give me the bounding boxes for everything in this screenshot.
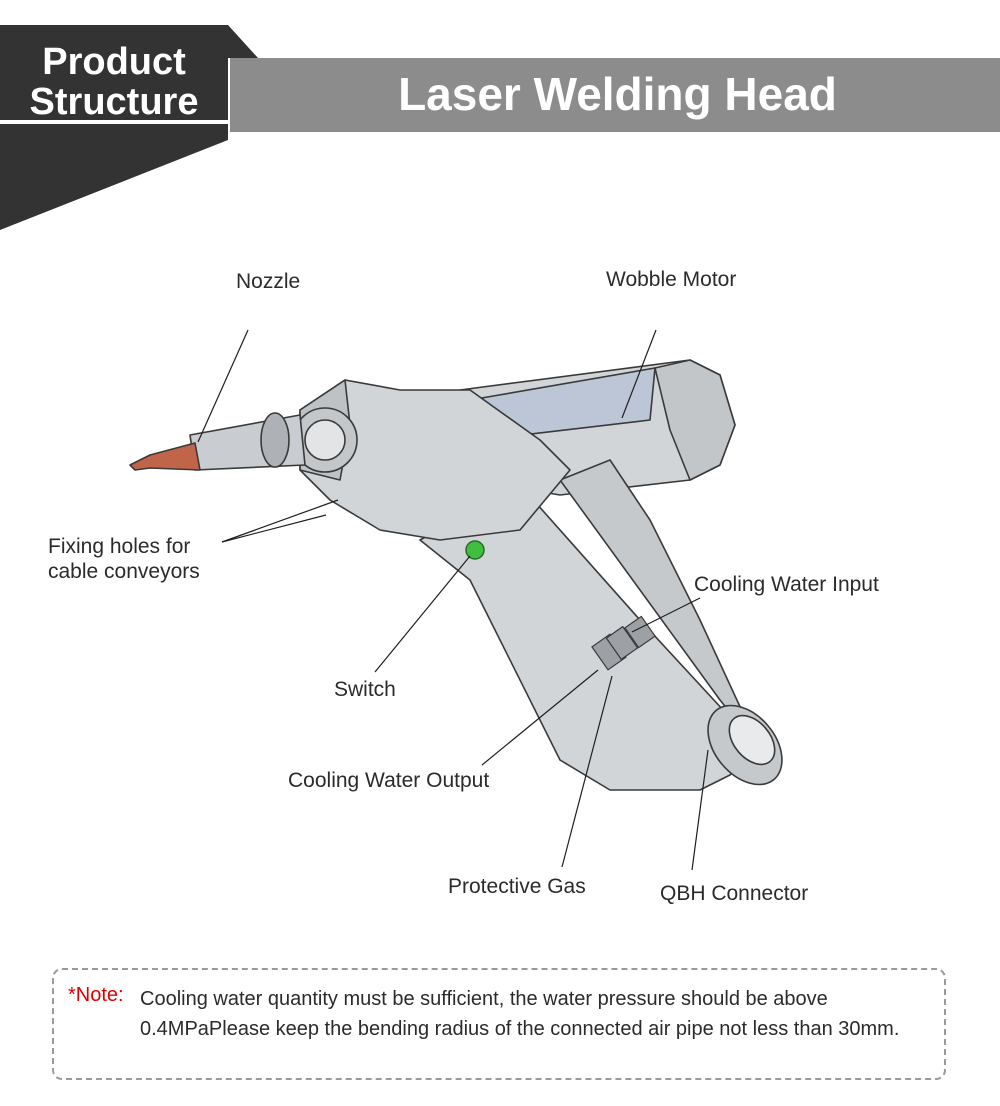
fixing-holes-leader-line-1 — [221, 499, 339, 543]
product-structure-title: Product Structure — [29, 41, 199, 123]
cooling-water-input-label: Cooling Water Input — [694, 573, 879, 596]
grip-side — [559, 459, 761, 751]
fixing-holes-label-line2: cable conveyors — [48, 560, 200, 583]
switch-label: Switch — [334, 678, 396, 701]
head-front-face — [304, 419, 346, 461]
welding-head-illustration — [129, 329, 783, 871]
wobble-motor-leader-line — [621, 329, 657, 419]
nozzle-leader-line — [197, 329, 249, 443]
note-label: *Note: — [68, 984, 124, 1006]
switch-leader-line — [374, 555, 471, 673]
cooling-output-leader-line — [481, 669, 599, 766]
cooling-input-leader-line — [631, 597, 701, 633]
welding-head-diagram: Nozzle Wobble Motor Fixing holes for cab… — [0, 230, 1000, 960]
badge-shape — [0, 25, 258, 230]
switch-button — [465, 540, 485, 560]
qbh-opening — [728, 714, 776, 766]
badge-divider — [0, 120, 228, 124]
header: Product Structure Laser Welding Head — [0, 0, 1000, 230]
cooling-water-output-label: Cooling Water Output — [288, 769, 490, 792]
note-text: Cooling water quantity must be sufficien… — [140, 988, 900, 1040]
wobble-motor-label: Wobble Motor — [606, 268, 737, 291]
protective-gas-leader-line — [561, 675, 613, 868]
qbh-leader-line — [691, 749, 709, 871]
fixing-holes-leader-line-2 — [221, 514, 327, 543]
nozzle-knurl — [260, 412, 290, 468]
fixing-holes-label-line1: Fixing holes for — [48, 535, 191, 558]
qbh-connector-label: QBH Connector — [660, 882, 809, 905]
grip-body — [419, 484, 761, 791]
banner-shape — [230, 58, 1000, 132]
wobble-motor-end — [654, 359, 736, 481]
protective-gas-label: Protective Gas — [448, 875, 586, 898]
note-box: *Note: Cooling water quantity must be su… — [52, 968, 946, 1080]
nozzle-label: Nozzle — [236, 270, 301, 293]
nozzle-tip — [129, 442, 201, 471]
header-graphics — [0, 25, 1000, 230]
protective-gas-connector — [605, 625, 639, 661]
head-housing — [299, 379, 571, 541]
laser-welding-head-title: Laser Welding Head — [398, 68, 837, 120]
cooling-input-connector — [624, 615, 656, 649]
